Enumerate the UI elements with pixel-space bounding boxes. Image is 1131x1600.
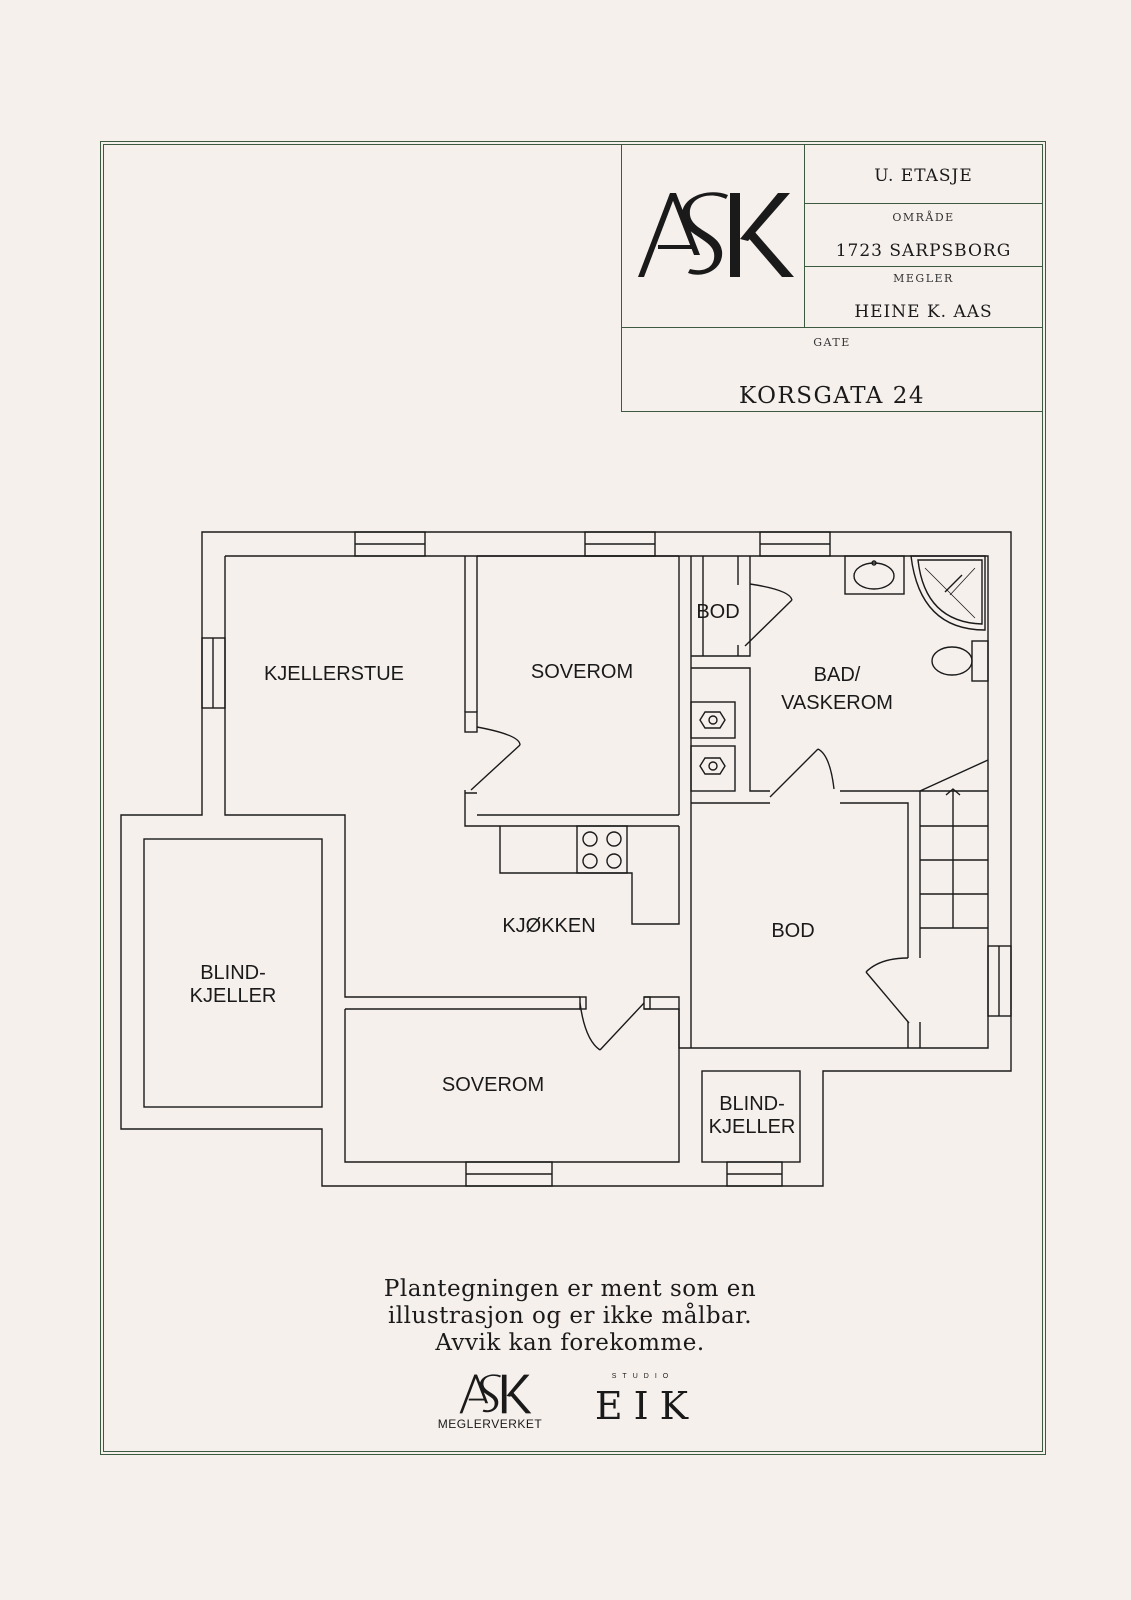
sink	[844, 555, 905, 595]
title-block-rule-3	[621, 327, 1043, 328]
page-frame-outer	[100, 141, 1046, 1455]
title-block-logo-divider	[804, 144, 805, 328]
floor-label: U. ETASJE	[874, 166, 973, 186]
room-label-soverom-top: SOVEROM	[531, 661, 633, 683]
street-caption: GATE	[813, 336, 851, 349]
disclaimer-line-3: Avvik kan forekomme.	[435, 1330, 705, 1356]
bedroom-top-walls	[464, 555, 680, 827]
bod-small-walls	[702, 556, 739, 656]
room-label-blind-right-1: BLIND-	[719, 1093, 785, 1115]
room-label-blind-left-2: KJELLER	[190, 985, 277, 1007]
kitchen-counter	[499, 826, 680, 925]
title-block-rule-1	[804, 203, 1043, 204]
disclaimer: Plantegningen er ment som en illustrasjo…	[330, 1276, 810, 1357]
page-frame-inner	[103, 144, 1043, 1452]
broker-value: HEINE K. AAS	[854, 302, 993, 322]
outer-wall	[120, 531, 1012, 1187]
room-label-blind-left-1: BLIND-	[200, 962, 266, 984]
eik-studio-label: STUDIO	[611, 1373, 675, 1380]
room-label-bod-large: BOD	[771, 920, 814, 942]
broker-caption: MEGLER	[893, 272, 954, 285]
bath-walls	[690, 556, 921, 1048]
door-bad	[769, 748, 835, 798]
stove	[576, 825, 628, 874]
room-label-bad-2: VASKEROM	[781, 692, 893, 714]
washer	[690, 701, 736, 739]
bedroom-bottom-walls	[344, 1008, 680, 1163]
disclaimer-line-1: Plantegningen er ment som en	[383, 1276, 757, 1302]
room-label-soverom-bottom: SOVEROM	[442, 1074, 544, 1096]
area-value: 1723 SARPSBORG	[835, 241, 1012, 261]
inner-wall	[224, 555, 989, 1049]
blind-cellar-left	[143, 838, 323, 1108]
shower	[910, 555, 986, 631]
room-label-blind-right-2: KJELLER	[709, 1116, 796, 1138]
door-soverom-top	[470, 726, 521, 791]
dryer	[690, 745, 736, 792]
room-label-kjellerstue: KJELLERSTUE	[264, 663, 404, 685]
ask-footer-logo	[459, 1374, 532, 1414]
stairs	[919, 759, 989, 929]
street-value: KORSGATA 24	[739, 383, 925, 409]
door-soverom-bottom	[579, 1002, 645, 1051]
room-label-kjokken: KJØKKEN	[502, 915, 595, 937]
title-block-border	[621, 144, 1043, 412]
toilet-bowl	[931, 646, 973, 676]
room-label-bod-small: BOD	[696, 601, 739, 623]
door-bod-stairs	[865, 957, 910, 1024]
title-block-rule-2	[804, 266, 1043, 267]
ask-logo	[638, 192, 794, 277]
ask-footer-subtitle: MEGLERVERKET	[437, 1417, 543, 1431]
door-bod-small	[744, 583, 793, 647]
area-caption: OMRÅDE	[892, 211, 955, 224]
toilet-tank	[971, 640, 989, 682]
eik-logo: EIK	[594, 1384, 700, 1428]
room-label-bad-1: BAD/	[814, 664, 861, 686]
disclaimer-line-2: illustrasjon og er ikke målbar.	[387, 1303, 753, 1329]
